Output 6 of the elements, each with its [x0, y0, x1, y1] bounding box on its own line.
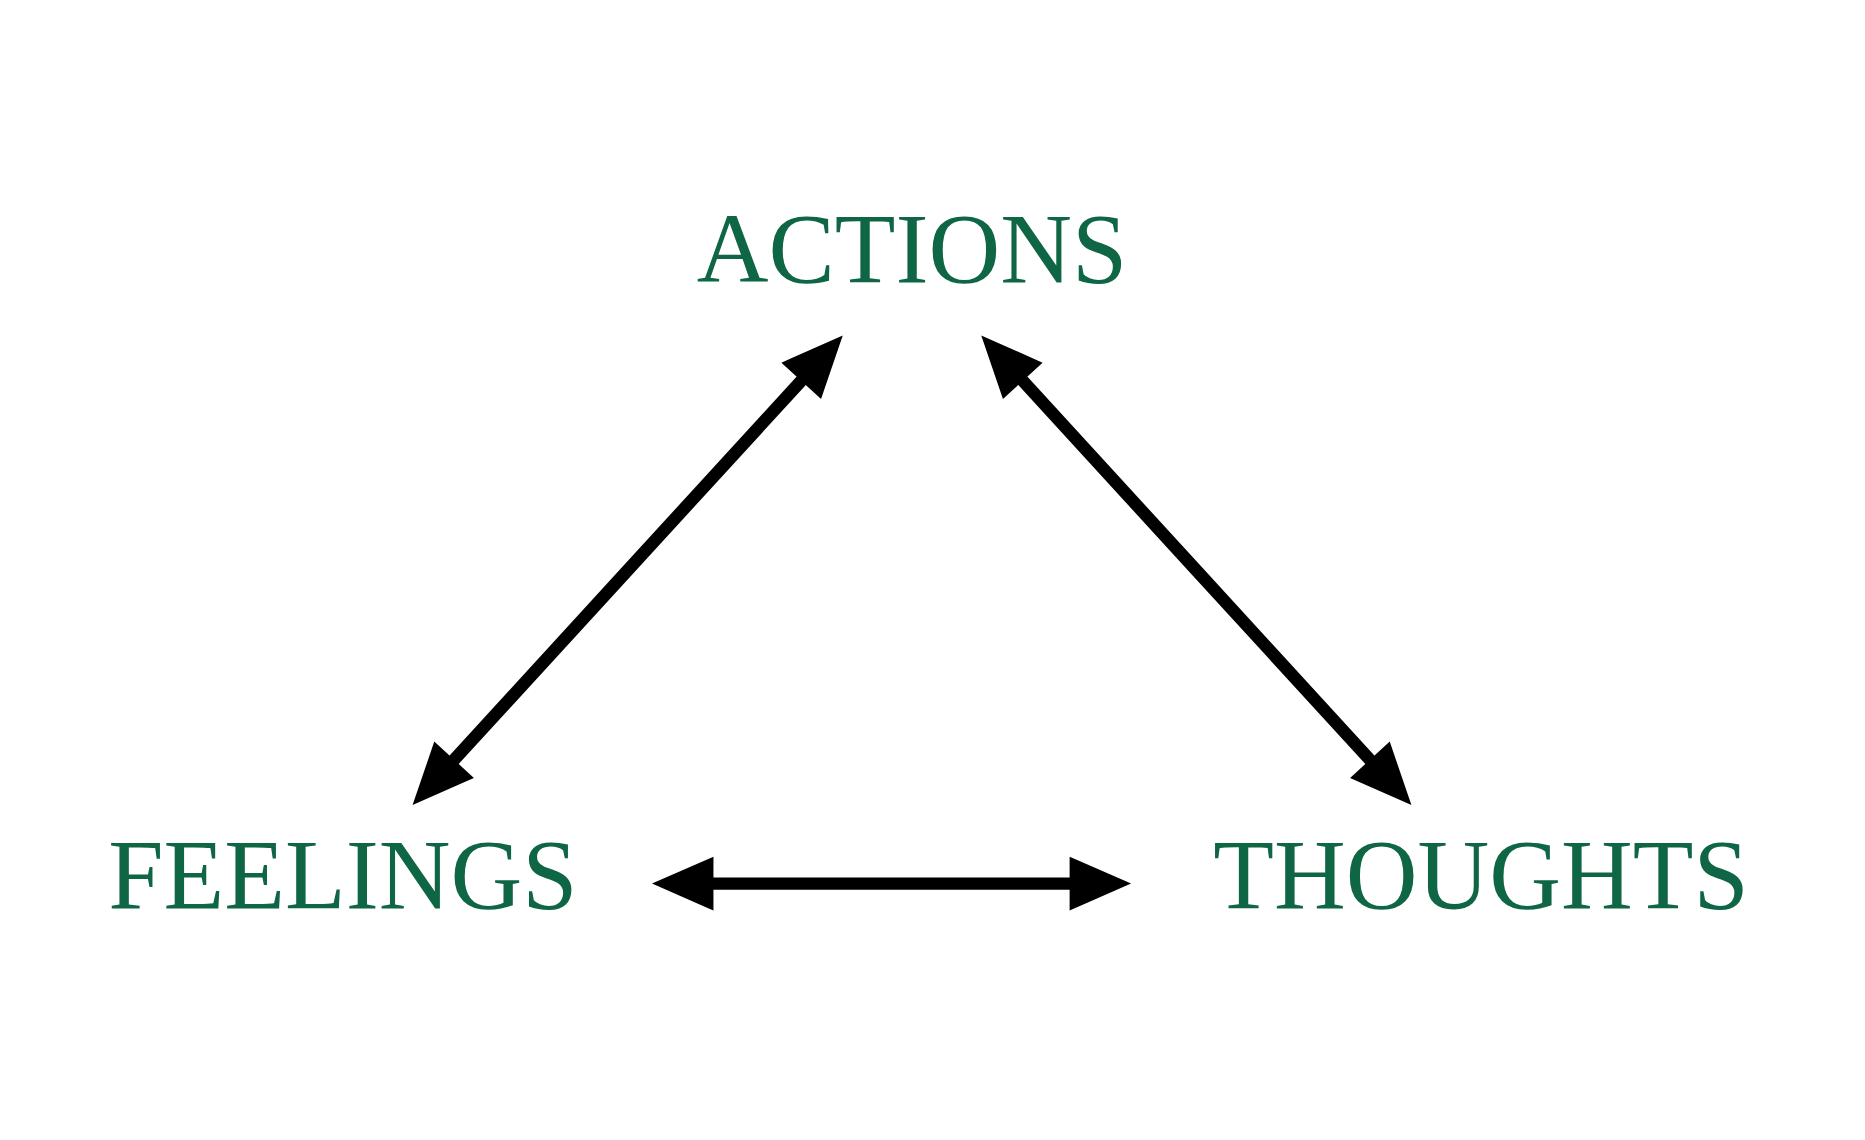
arrow — [412, 335, 843, 805]
node-text: ACTIONS — [696, 192, 1128, 303]
node-text: FEELINGS — [108, 818, 578, 929]
arrow — [981, 335, 1412, 805]
node-text: THOUGHTS — [1213, 818, 1749, 929]
arrow — [652, 856, 1132, 910]
